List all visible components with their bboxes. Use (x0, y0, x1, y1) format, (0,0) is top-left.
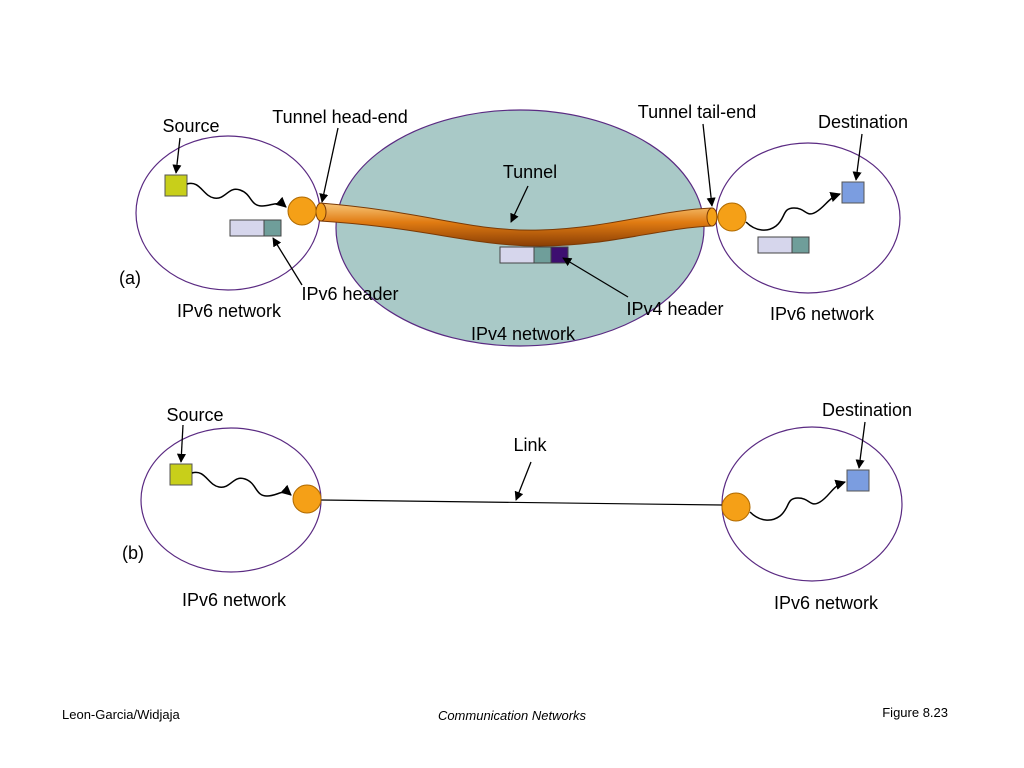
footer-authors: Leon-Garcia/Widjaja (62, 707, 181, 722)
right-router (717, 202, 747, 232)
destination-arrow-b (855, 421, 866, 469)
ipv6-packet-left (229, 219, 282, 237)
destination-arrow (852, 133, 863, 181)
ipv6-packet-right (757, 236, 810, 254)
source-arrow (172, 137, 182, 174)
tunnel-arrow (510, 185, 529, 223)
destination-host (841, 181, 865, 204)
label-left-network-b: IPv6 network (182, 590, 287, 610)
tail-end-arrow (702, 123, 716, 207)
source-to-router-path (186, 182, 287, 208)
label-source-a: Source (162, 116, 219, 136)
ipv4-packet (499, 246, 569, 264)
right-router-b (721, 492, 751, 522)
label-tunnel-head-end: Tunnel head-end (272, 107, 407, 127)
head-end-arrow (319, 127, 339, 203)
label-left-network-a: IPv6 network (177, 301, 282, 321)
source-host (164, 174, 188, 197)
footer-figure-number: Figure 8.23 (882, 705, 948, 720)
left-router (287, 196, 317, 226)
label-tag-b: (b) (122, 543, 144, 563)
label-tunnel-tail-end: Tunnel tail-end (638, 102, 756, 122)
link-line (320, 499, 723, 506)
tunnel-head-end-opening (315, 202, 327, 222)
part-b: Source Destination Link (b) IPv6 network… (122, 400, 912, 613)
router-to-destination-path (745, 192, 841, 231)
footer-book-title: Communication Networks (438, 708, 587, 723)
ipv4-header-arrow (562, 257, 629, 298)
left-router-b (292, 484, 322, 514)
source-to-router-path-b (191, 471, 292, 497)
label-tag-a: (a) (119, 268, 141, 288)
label-destination-b: Destination (822, 400, 912, 420)
label-link: Link (513, 435, 547, 455)
label-tunnel: Tunnel (503, 162, 557, 182)
router-to-destination-path-b (749, 479, 847, 521)
link-arrow (514, 461, 532, 501)
source-arrow-b (176, 424, 186, 463)
label-right-network-a: IPv6 network (770, 304, 875, 324)
label-ipv6-header: IPv6 header (301, 284, 398, 304)
destination-host-b (846, 469, 870, 492)
label-destination-a: Destination (818, 112, 908, 132)
source-host-b (169, 463, 193, 486)
label-right-network-b: IPv6 network (774, 593, 879, 613)
label-ipv4-network: IPv4 network (471, 324, 576, 344)
label-ipv4-header: IPv4 header (626, 299, 723, 319)
ipv6-header-arrow (272, 237, 303, 286)
footer: Leon-Garcia/Widjaja Communication Networ… (62, 705, 948, 723)
part-a: Source Tunnel head-end Tunnel tail-end D… (119, 102, 908, 347)
label-source-b: Source (166, 405, 223, 425)
tunnel-tail-end-opening (706, 207, 718, 227)
